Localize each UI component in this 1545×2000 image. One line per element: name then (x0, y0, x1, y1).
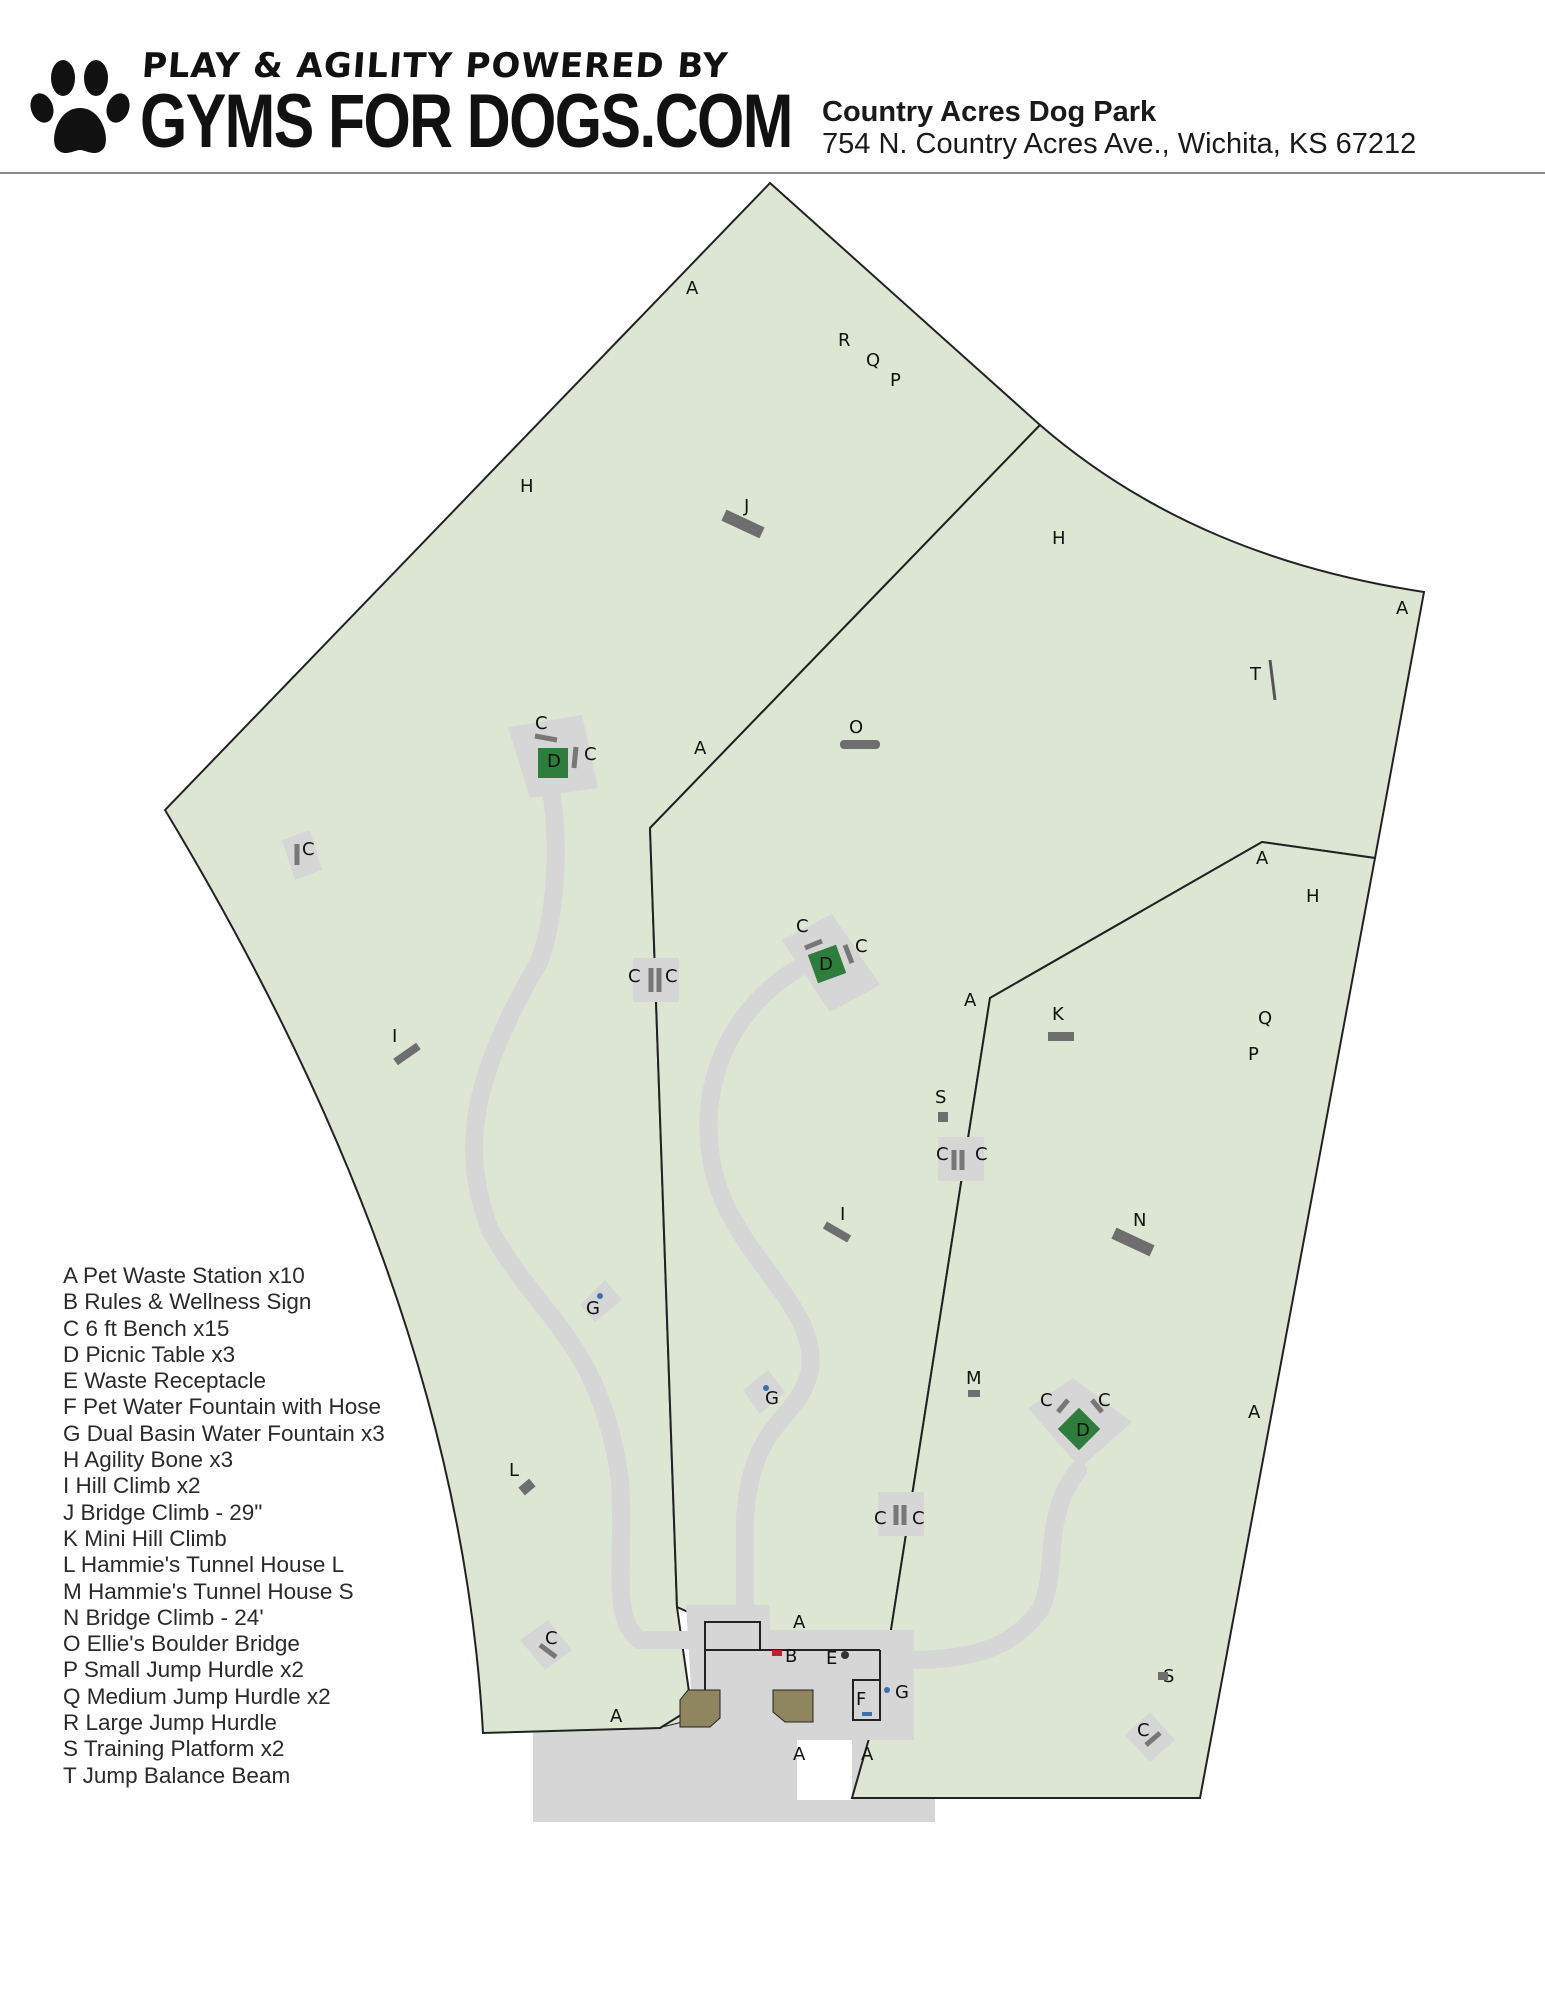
park-name: Country Acres Dog Park (822, 96, 1157, 128)
marker-r: R (838, 330, 851, 351)
marker-c: C (975, 1144, 988, 1165)
marker-p: P (890, 370, 901, 391)
marker-c: C (302, 839, 315, 860)
legend-item: L Hammie's Tunnel House L (63, 1552, 345, 1578)
marker-c: C (855, 936, 868, 957)
marker-c: C (1098, 1390, 1111, 1411)
legend-item: N Bridge Climb - 24' (63, 1604, 264, 1630)
marker-i: I (840, 1204, 845, 1225)
legend-item: E Waste Receptacle (63, 1368, 267, 1394)
marker-k: K (1052, 1004, 1065, 1025)
legend-item: C 6 ft Bench x15 (63, 1315, 230, 1341)
marker-c: C (628, 966, 641, 987)
marker-l: L (509, 1460, 519, 1481)
marker-c: C (1137, 1720, 1150, 1741)
legend-item: J Bridge Climb - 29" (63, 1499, 263, 1525)
marker-p: P (1248, 1044, 1259, 1065)
legend-item: Q Medium Jump Hurdle x2 (63, 1683, 331, 1709)
marker-n: N (1133, 1210, 1146, 1231)
legend-item: M Hammie's Tunnel House S (63, 1578, 354, 1604)
marker-g: G (586, 1298, 600, 1319)
park-address: 754 N. Country Acres Ave., Wichita, KS 6… (822, 128, 1417, 160)
legend-item: H Agility Bone x3 (63, 1447, 234, 1473)
marker-c: C (1040, 1390, 1053, 1411)
legend-item: K Mini Hill Climb (63, 1525, 227, 1551)
marker-a: A (793, 1744, 806, 1765)
marker-a: A (793, 1612, 806, 1633)
marker-q: Q (866, 350, 880, 371)
marker-c: C (936, 1144, 949, 1165)
marker-g: G (895, 1682, 909, 1703)
marker-o: O (849, 717, 863, 738)
marker-t: T (1249, 664, 1262, 685)
marker-h: H (1306, 886, 1320, 907)
picnic-table (538, 748, 568, 778)
picnic-table (807, 944, 847, 984)
marker-h: H (1052, 528, 1066, 549)
marker-s: S (1163, 1666, 1174, 1687)
marker-a: A (1248, 1402, 1261, 1423)
waste-receptacle (841, 1651, 849, 1659)
marker-a: A (686, 278, 699, 299)
marker-q: Q (1258, 1008, 1272, 1029)
shelter-right (772, 1689, 814, 1723)
marker-a: A (610, 1706, 623, 1727)
marker-a: A (964, 990, 977, 1011)
marker-h: H (520, 476, 534, 497)
marker-d: D (1076, 1420, 1090, 1441)
entry-plaza (660, 1605, 914, 1740)
legend-item: I Hill Climb x2 (63, 1473, 201, 1499)
picnic-table (1057, 1407, 1101, 1451)
marker-c: C (874, 1508, 887, 1529)
area-west (163, 181, 1042, 1735)
marker-c: C (796, 916, 809, 937)
entry-opening (797, 1740, 852, 1800)
legend-item: G Dual Basin Water Fountain x3 (63, 1420, 385, 1446)
marker-d: D (819, 954, 833, 975)
marker-g: G (765, 1388, 779, 1409)
marker-c: C (912, 1508, 925, 1529)
marker-c: C (665, 966, 678, 987)
marker-i: I (392, 1026, 397, 1047)
marker-a: A (1396, 598, 1409, 619)
legend-item: O Ellie's Boulder Bridge (63, 1631, 300, 1657)
legend-item: B Rules & Wellness Sign (63, 1289, 312, 1315)
marker-c: C (535, 713, 548, 734)
legend-item: D Picnic Table x3 (63, 1341, 236, 1367)
marker-a: A (694, 738, 707, 759)
marker-a: A (861, 1744, 874, 1765)
shelter-left (679, 1689, 721, 1728)
marker-a: A (1256, 848, 1269, 869)
marker-j: J (743, 496, 749, 517)
header: PLAY & AGILITY POWERED BY GYMS FOR DOGS.… (0, 0, 1545, 174)
paw-print-icon (30, 60, 130, 154)
brand-name: GYMS FOR DOGS.COM (140, 79, 793, 164)
marker-c: C (584, 744, 597, 765)
marker-c: C (545, 1628, 558, 1649)
legend-item: P Small Jump Hurdle x2 (63, 1657, 304, 1683)
marker-d: D (547, 751, 561, 772)
legend-item: F Pet Water Fountain with Hose (63, 1394, 382, 1420)
marker-s: S (935, 1087, 946, 1108)
rules-sign (772, 1650, 782, 1656)
legend-item: S Training Platform x2 (63, 1736, 285, 1762)
legend-item: T Jump Balance Beam (63, 1762, 291, 1788)
marker-b: B (785, 1646, 797, 1667)
legend-item: R Large Jump Hurdle (63, 1710, 277, 1736)
map-legend: A Pet Waste Station x10 B Rules & Wellne… (63, 1263, 385, 1789)
walking-paths (465, 751, 1087, 1669)
marker-m: M (966, 1368, 982, 1389)
marker-e: E (826, 1648, 837, 1669)
marker-f: F (856, 1689, 866, 1710)
legend-item: A Pet Waste Station x10 (63, 1263, 305, 1288)
